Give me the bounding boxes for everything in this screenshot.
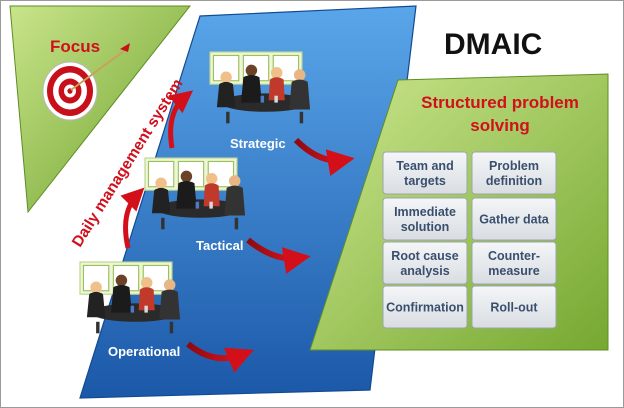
sps-card-countermeasure: Counter-measure bbox=[471, 241, 557, 285]
sps-card-box bbox=[382, 241, 468, 285]
sps-card-label: Root cause bbox=[391, 249, 458, 263]
up-arrow-icon bbox=[168, 90, 194, 149]
sps-title-line2: solving bbox=[470, 116, 530, 135]
right-arrow-icon bbox=[293, 137, 355, 176]
sps-card-box bbox=[382, 197, 468, 241]
sps-card-label: Immediate bbox=[394, 205, 456, 219]
right-arrow-icon bbox=[246, 237, 311, 274]
focus-panel: Focus bbox=[9, 5, 192, 214]
sps-card-label: measure bbox=[488, 264, 539, 278]
level-label-operational: Operational bbox=[108, 344, 180, 359]
sps-card-label: solution bbox=[401, 220, 450, 234]
escalation-arrows bbox=[120, 90, 194, 249]
sps-card-label: Problem bbox=[489, 159, 539, 173]
sps-card-label: definition bbox=[486, 174, 542, 188]
sps-card-box bbox=[471, 285, 557, 329]
sps-card-box bbox=[382, 151, 468, 195]
sps-cards: Team andtargetsProblemdefinitionImmediat… bbox=[382, 151, 557, 329]
up-arrow-icon bbox=[120, 187, 145, 249]
dmaic-label: DMAIC bbox=[444, 28, 542, 61]
level-label-tactical: Tactical bbox=[196, 238, 243, 253]
sps-card-box bbox=[382, 285, 468, 329]
sps-card-label: analysis bbox=[400, 264, 449, 278]
sps-card-label: Team and bbox=[396, 159, 453, 173]
sps-card-label: Gather data bbox=[479, 213, 550, 227]
sps-card-confirmation: Confirmation bbox=[382, 285, 468, 329]
target-icon bbox=[42, 43, 130, 121]
sps-card-box bbox=[471, 197, 557, 241]
sps-card-box bbox=[471, 241, 557, 285]
level-label-strategic: Strategic bbox=[230, 136, 286, 151]
sps-card-label: targets bbox=[404, 174, 446, 188]
sps-card-roll-out: Roll-out bbox=[471, 285, 557, 329]
sps-card-label: Counter- bbox=[488, 249, 540, 263]
right-arrow-icon bbox=[186, 341, 254, 373]
sps-card-box bbox=[471, 151, 557, 195]
sps-card-label: Roll-out bbox=[490, 301, 538, 315]
output-arrows bbox=[186, 137, 355, 373]
sps-card-gather-data: Gather data bbox=[471, 197, 557, 241]
sps-title-line1: Structured problem bbox=[421, 93, 579, 112]
sps-card-label: Confirmation bbox=[386, 301, 464, 315]
focus-label: Focus bbox=[50, 37, 100, 56]
